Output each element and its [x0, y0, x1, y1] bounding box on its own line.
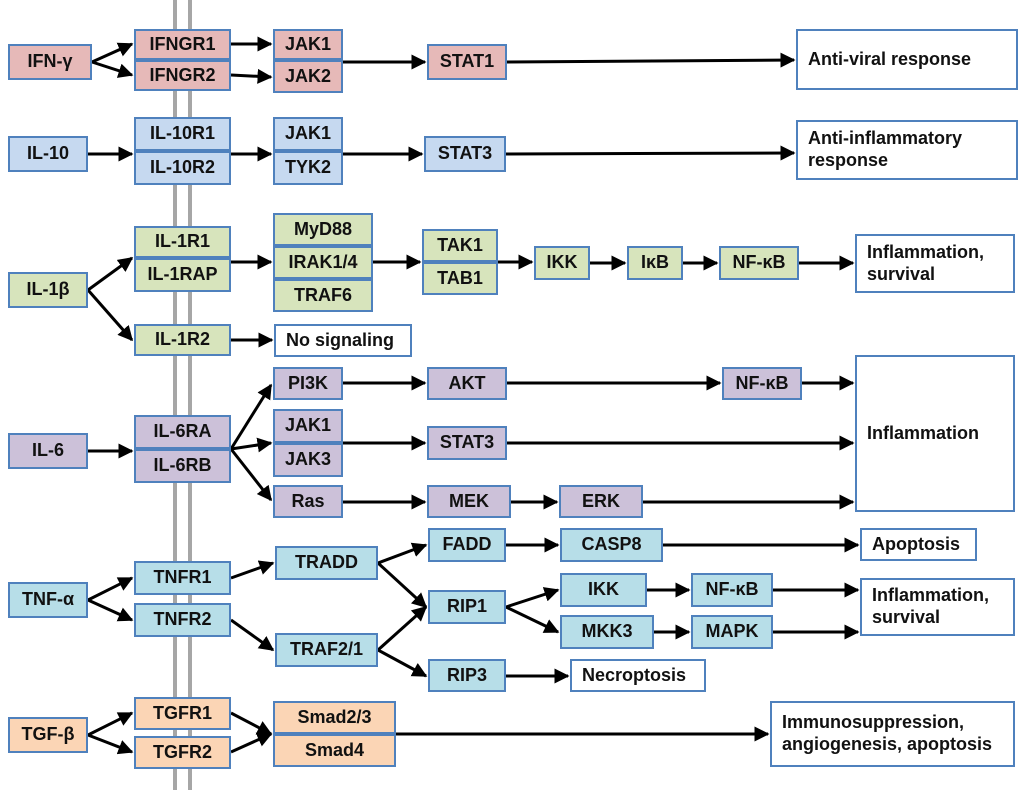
il10-ligand: IL-10 [8, 136, 88, 172]
arrow-10 [87, 256, 134, 292]
arrow-11 [86, 289, 134, 342]
arrow-48 [87, 711, 134, 737]
smad4-node: Smad4 [273, 734, 396, 767]
arrow-41 [505, 587, 560, 609]
il6-ligand: IL-6 [8, 433, 88, 469]
erk-node: ERK [559, 485, 643, 518]
nf-kb-node: NF-κB [719, 246, 799, 280]
arrow-5 [506, 52, 796, 68]
il10r2-receptor: IL-10R2 [134, 151, 231, 185]
pi3k-node: PI3K [273, 367, 343, 400]
tyk2-node: TYK2 [273, 151, 343, 185]
tgfr1-receptor: TGFR1 [134, 697, 231, 730]
arrow-33 [230, 560, 275, 580]
smad2-3-node: Smad2/3 [273, 701, 396, 734]
arrow-49 [87, 733, 134, 755]
ikk-node: IKK [560, 573, 647, 607]
tnfr2-receptor: TNFR2 [134, 603, 231, 637]
arrow-42 [505, 605, 560, 634]
nf-kb-node: NF-κB [722, 367, 802, 400]
outcome-inflammation: Inflammation [855, 355, 1015, 512]
tnfr1-receptor: TNFR1 [134, 561, 231, 595]
ifngr2-receptor: IFNGR2 [134, 60, 231, 91]
casp8-node: CASP8 [560, 528, 663, 562]
tgfr2-receptor: TGFR2 [134, 736, 231, 769]
il6ra-receptor: IL-6RA [134, 415, 231, 449]
mek-node: MEK [427, 485, 511, 518]
tak1-node: TAK1 [422, 229, 498, 262]
ikb-node: IκB [627, 246, 683, 280]
arrow-35 [377, 542, 428, 565]
arrow-38 [377, 648, 428, 678]
stat3-node: STAT3 [424, 136, 506, 172]
outcome-necroptosis: Necroptosis [570, 659, 706, 692]
traf2-1-node: TRAF2/1 [275, 633, 378, 667]
tgf-beta-ligand: TGF-β [8, 717, 88, 753]
outcome-immunosuppression-angiogenesis-apoptosis: Immunosuppression, angiogenesis, apoptos… [770, 701, 1015, 767]
arrow-32 [87, 598, 134, 622]
arrow-0 [91, 42, 134, 64]
arrow-37 [376, 605, 428, 652]
mapk-node: MAPK [691, 615, 773, 649]
arrow-20 [230, 437, 273, 453]
il1r2-receptor: IL-1R2 [134, 324, 231, 356]
il1r1-receptor: IL-1R1 [134, 226, 231, 258]
outcome-antiviral-response: Anti-viral response [796, 29, 1018, 90]
il1rap-receptor: IL-1RAP [134, 258, 231, 292]
outcome-anti-inflammatory-response: Anti-inflammatory response [796, 120, 1018, 180]
arrow-1 [91, 60, 134, 78]
jak1-node: JAK1 [273, 409, 343, 443]
rip1-node: RIP1 [428, 590, 506, 624]
cell-membrane-line-left [173, 0, 177, 790]
arrow-21 [229, 448, 273, 502]
arrow-19 [229, 383, 273, 450]
tnf-alpha-ligand: TNF-α [8, 582, 88, 618]
rip3-node: RIP3 [428, 659, 506, 692]
arrow-50 [230, 711, 273, 736]
tradd-node: TRADD [275, 546, 378, 580]
myd88-node: MyD88 [273, 213, 373, 246]
arrow-31 [87, 576, 134, 602]
tab1-node: TAB1 [422, 262, 498, 295]
outcome-inflammation-survival: Inflammation, survival [860, 578, 1015, 636]
nf-kb-node: NF-κB [691, 573, 773, 607]
ifngr1-receptor: IFNGR1 [134, 29, 231, 60]
ras-node: Ras [273, 485, 343, 518]
fadd-node: FADD [428, 528, 506, 562]
outcome-inflammation-survival: Inflammation, survival [855, 234, 1015, 293]
outcome-no-signaling: No signaling [274, 324, 412, 357]
il10r1-receptor: IL-10R1 [134, 117, 231, 151]
il1-beta-ligand: IL-1β [8, 272, 88, 308]
arrow-51 [230, 732, 273, 754]
arrow-3 [230, 68, 273, 84]
ifn-gamma-ligand: IFN-γ [8, 44, 92, 80]
il6rb-receptor: IL-6RB [134, 449, 231, 483]
arrow-9 [505, 145, 796, 161]
stat1-node: STAT1 [427, 44, 507, 80]
cell-membrane-line-right [188, 0, 192, 790]
arrow-34 [230, 618, 275, 652]
akt-node: AKT [427, 367, 507, 400]
outcome-apoptosis: Apoptosis [860, 528, 977, 561]
ikk-node: IKK [534, 246, 590, 280]
arrow-36 [376, 561, 428, 609]
stat3-node: STAT3 [427, 426, 507, 460]
irak1-4-node: IRAK1/4 [273, 246, 373, 279]
jak1-node: JAK1 [273, 29, 343, 60]
traf6-node: TRAF6 [273, 279, 373, 312]
mkk3-node: MKK3 [560, 615, 654, 649]
jak1-node: JAK1 [273, 117, 343, 151]
jak3-node: JAK3 [273, 443, 343, 477]
jak2-node: JAK2 [273, 60, 343, 93]
